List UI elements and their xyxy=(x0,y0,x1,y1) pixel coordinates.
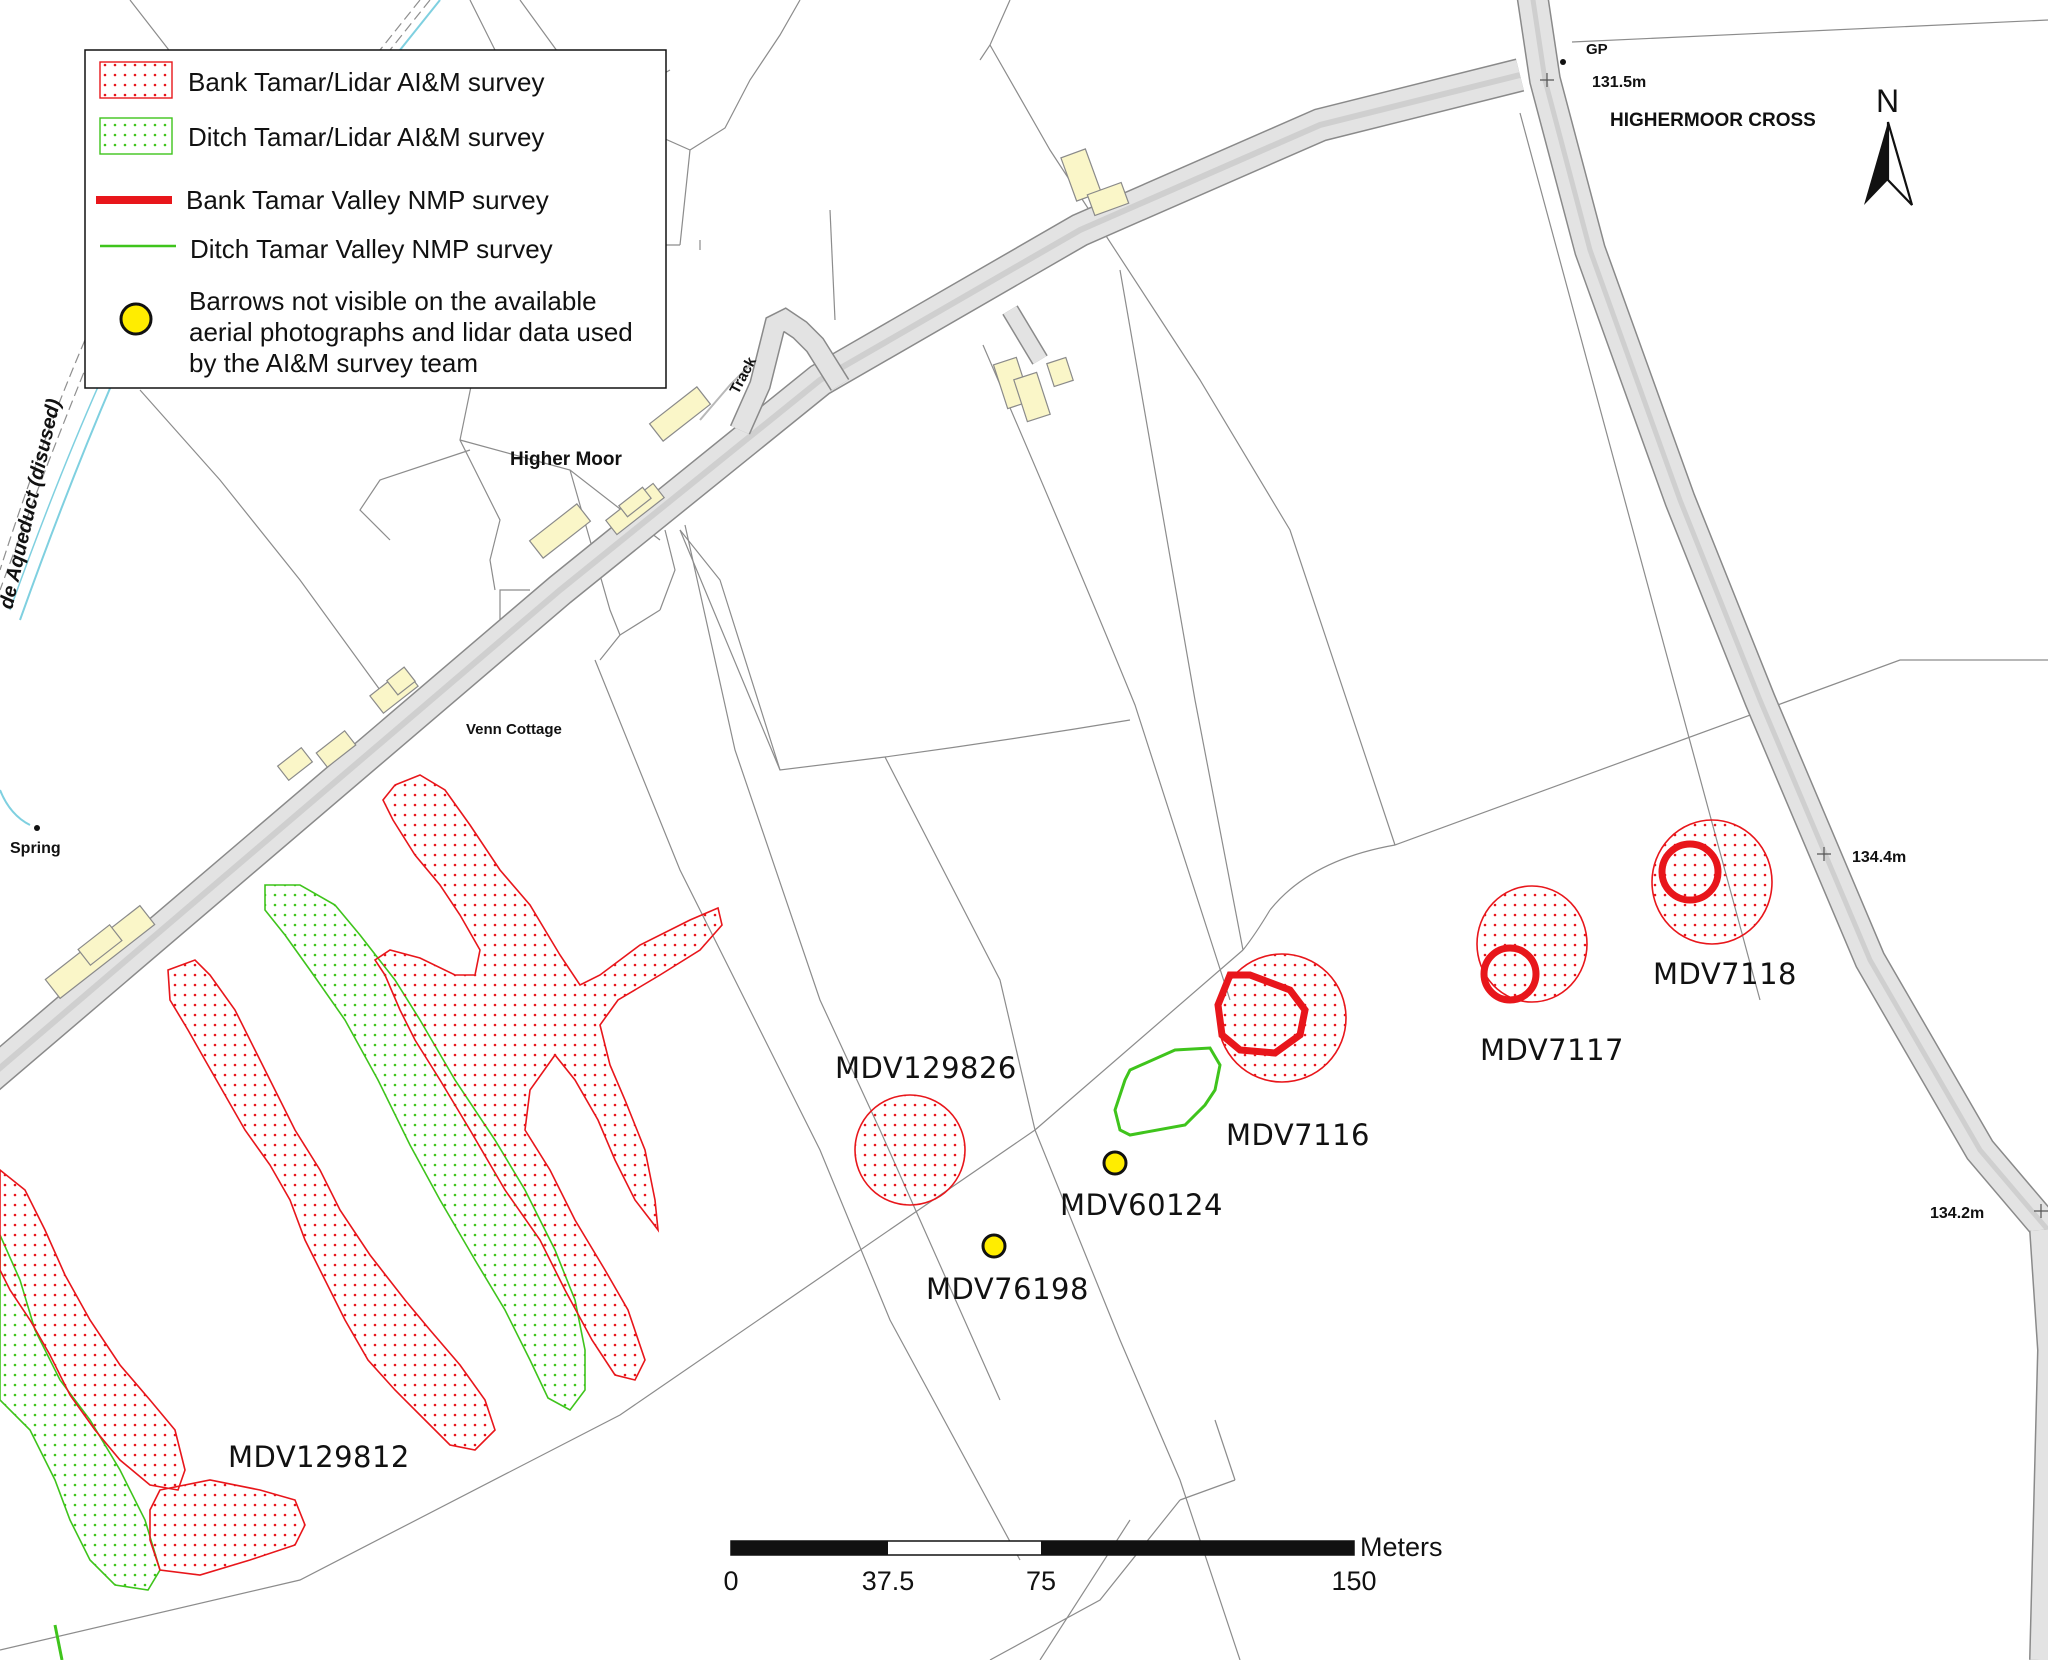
legend: Bank Tamar/Lidar AI&M survey Ditch Tamar… xyxy=(84,49,667,389)
monument-label-mdv129812: MDV129812 xyxy=(228,1440,410,1474)
monument-label-mdv7116: MDV7116 xyxy=(1226,1118,1370,1152)
higher-moor-label: Higher Moor xyxy=(510,449,622,470)
scale-tick-150: 150 xyxy=(1331,1566,1376,1596)
monument-label-mdv60124: MDV60124 xyxy=(1060,1188,1223,1222)
scale-tick-37-5: 37.5 xyxy=(862,1566,915,1596)
venn-cottage-label: Venn Cottage xyxy=(466,721,562,738)
scale-tick-0: 0 xyxy=(723,1566,738,1596)
legend-label-barrow-1: Barrows not visible on the available xyxy=(189,286,597,316)
survey-marks xyxy=(1540,73,2048,1218)
barrow-mdv76198 xyxy=(981,1233,1007,1259)
legend-swatch-barrow xyxy=(119,302,153,336)
monument-label-mdv7117: MDV7117 xyxy=(1480,1033,1624,1067)
buildings xyxy=(44,148,1130,1000)
scale-unit: Meters xyxy=(1360,1532,1443,1562)
legend-swatch-bank-aim xyxy=(99,61,173,99)
legend-label-bank-nmp: Bank Tamar Valley NMP survey xyxy=(186,185,549,215)
barrow-mdv60124 xyxy=(1102,1150,1128,1176)
legend-label-bank-aim: Bank Tamar/Lidar AI&M survey xyxy=(188,67,544,97)
height-label-2: 134.4m xyxy=(1852,849,1906,866)
bank-features xyxy=(0,774,1773,1576)
legend-label-ditch-nmp: Ditch Tamar Valley NMP survey xyxy=(190,234,553,264)
height-label-3: 134.2m xyxy=(1930,1205,1984,1222)
height-label-1: 131.5m xyxy=(1592,74,1646,91)
highermoor-cross-label: HIGHERMOOR CROSS xyxy=(1610,110,1816,131)
legend-swatch-ditch-aim xyxy=(99,117,173,155)
gp-marker xyxy=(1560,59,1566,65)
scale-bar: Meters 0 37.5 75 150 xyxy=(723,1532,1442,1596)
legend-label-barrow-2: aerial photographs and lidar data used xyxy=(189,317,633,347)
aqueduct-label: de Aqueduct (disused) xyxy=(0,397,65,612)
spring-label: Spring xyxy=(10,840,61,857)
legend-label-barrow-3: by the AI&M survey team xyxy=(189,348,478,378)
north-arrow: N xyxy=(1864,83,1914,206)
north-label: N xyxy=(1876,83,1899,119)
gp-label: GP xyxy=(1586,41,1608,58)
monument-label-mdv129826: MDV129826 xyxy=(835,1051,1017,1085)
monument-label-mdv7118: MDV7118 xyxy=(1653,957,1797,991)
scale-tick-75: 75 xyxy=(1026,1566,1056,1596)
monument-label-mdv76198: MDV76198 xyxy=(926,1272,1089,1306)
legend-label-ditch-aim: Ditch Tamar/Lidar AI&M survey xyxy=(188,122,544,152)
nmp-features xyxy=(53,840,1722,1660)
spring-marker xyxy=(34,825,40,831)
